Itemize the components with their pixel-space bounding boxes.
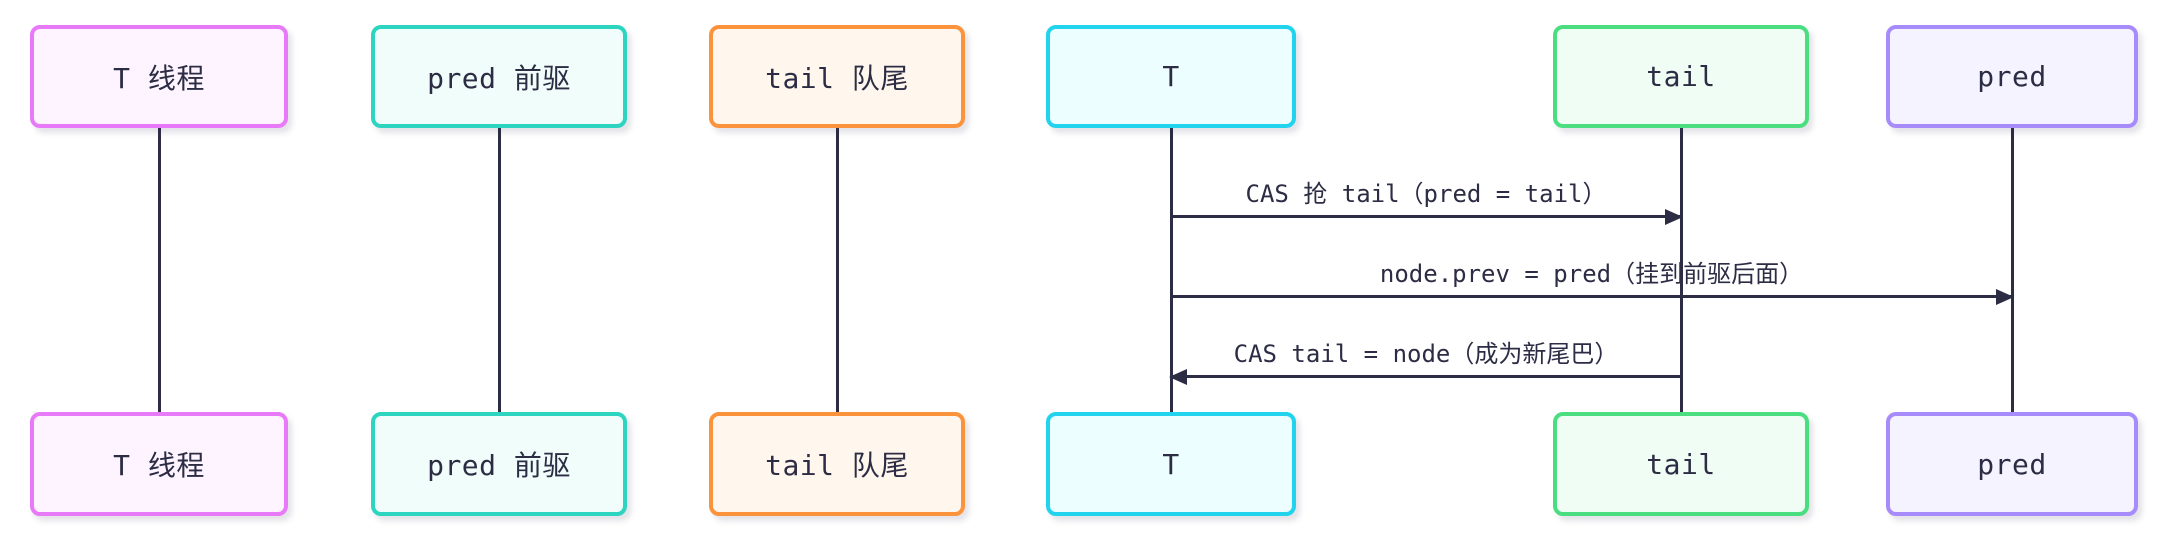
actor-bottom-tail: tail <box>1553 412 1809 516</box>
actor-bottom-pred-qianqu: pred 前驱 <box>371 412 627 516</box>
actor-top-t-thread: T 线程 <box>30 25 288 128</box>
actor-label: pred <box>1977 447 2047 481</box>
actor-label: tail 队尾 <box>765 61 909 95</box>
actor-label: tail <box>1646 447 1716 481</box>
message-cas-grab-tail: CAS 抢 tail（pred = tail） <box>1171 179 1683 225</box>
message-line <box>1171 208 1683 225</box>
actor-label: T 线程 <box>113 61 205 95</box>
actor-bottom-t: T <box>1046 412 1296 516</box>
actor-top-tail-duiwei: tail 队尾 <box>709 25 965 128</box>
message-line <box>1169 368 1681 385</box>
message-node-prev-pred: node.prev = pred（挂到前驱后面） <box>1171 259 2014 305</box>
lifeline-tail-duiwei <box>835 128 839 412</box>
arrowhead-right-icon <box>1996 288 2014 305</box>
actor-top-pred-qianqu: pred 前驱 <box>371 25 627 128</box>
arrowhead-left-icon <box>1169 368 1187 385</box>
actor-bottom-t-thread: T 线程 <box>30 412 288 516</box>
lifeline-pred <box>2010 128 2014 412</box>
actor-bottom-tail-duiwei: tail 队尾 <box>709 412 965 516</box>
arrowhead-right-icon <box>1665 208 1683 225</box>
lifeline-t <box>1169 128 1173 412</box>
actor-label: T <box>1162 447 1180 481</box>
message-cas-tail-node: CAS tail = node（成为新尾巴） <box>1169 339 1681 385</box>
actor-label: T 线程 <box>113 449 205 482</box>
actor-label: pred <box>1977 60 2047 93</box>
message-label: CAS 抢 tail（pred = tail） <box>1245 180 1607 208</box>
actor-top-t: T <box>1046 25 1296 128</box>
lifeline-pred-qianqu <box>497 128 501 412</box>
actor-label: pred 前驱 <box>427 449 571 482</box>
actor-label: pred 前驱 <box>427 61 571 95</box>
message-label: node.prev = pred（挂到前驱后面） <box>1379 260 1804 288</box>
message-line <box>1171 288 2014 305</box>
actor-top-tail: tail <box>1553 25 1809 128</box>
actor-bottom-pred: pred <box>1886 412 2138 516</box>
actor-label: tail 队尾 <box>765 449 909 482</box>
actor-top-pred: pred <box>1886 25 2138 128</box>
message-label: CAS tail = node（成为新尾巴） <box>1233 340 1619 368</box>
lifeline-tail <box>1679 128 1683 412</box>
actor-label: tail <box>1646 60 1716 93</box>
actor-label: T <box>1162 60 1180 93</box>
lifeline-t-thread <box>157 128 161 412</box>
